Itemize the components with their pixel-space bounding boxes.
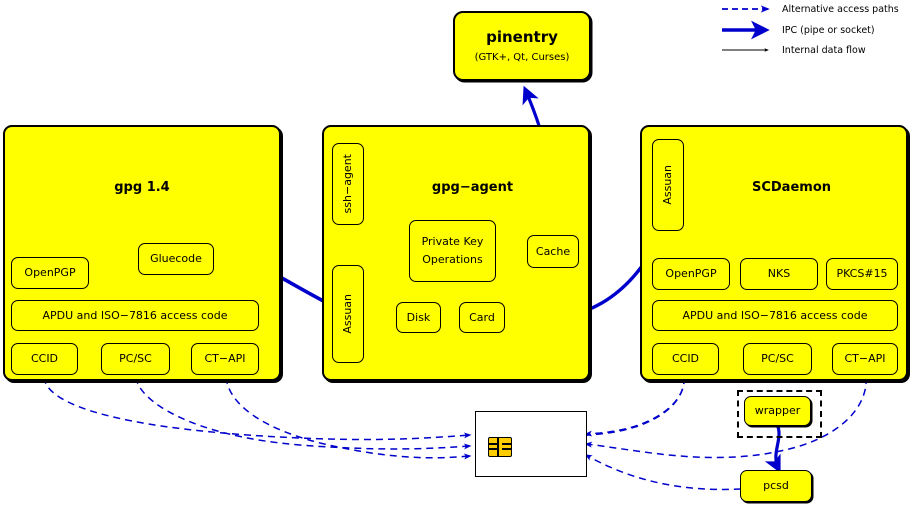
- legend-label-internal-flow: Internal data flow: [782, 45, 866, 56]
- wrapper-label: wrapper: [754, 404, 801, 418]
- node-wrapper[interactable]: wrapper: [744, 396, 811, 426]
- alt-gpg-ctapi-to-card: [225, 376, 472, 460]
- node-scd-apdu[interactable]: APDU and ISO−7816 access code: [652, 300, 898, 331]
- node-cache[interactable]: Cache: [527, 235, 579, 268]
- node-scd-driver-pcsc[interactable]: PC/SC: [743, 343, 812, 375]
- node-gpg-apdu[interactable]: APDU and ISO−7816 access code: [11, 300, 259, 331]
- card-label: Card: [469, 310, 495, 324]
- node-scd-driver-ccid[interactable]: CCID: [652, 343, 719, 375]
- pcsd-label: pcsd: [763, 479, 789, 493]
- scd-app-nks-label: NKS: [767, 267, 791, 281]
- agent-assuan-label: Assuan: [341, 294, 355, 334]
- node-card[interactable]: Card: [459, 302, 505, 333]
- gpg-driver-ctapi-label: CT−API: [204, 352, 246, 366]
- gluecode-label: Gluecode: [150, 252, 202, 266]
- pko-label-line1: Private Key: [421, 235, 484, 249]
- pko-label-line2: Operations: [422, 253, 483, 266]
- node-scd-driver-ctapi[interactable]: CT−API: [832, 343, 898, 375]
- smartcard-chip-icon: [488, 437, 512, 457]
- disk-label: Disk: [406, 310, 431, 324]
- ipc-wrapper-to-pcsd: [764, 423, 781, 474]
- node-scd-assuan[interactable]: Assuan: [652, 139, 684, 231]
- node-disk[interactable]: Disk: [396, 302, 441, 333]
- scd-apdu-label: APDU and ISO−7816 access code: [682, 308, 868, 322]
- node-gpg-driver-pcsc[interactable]: PC/SC: [101, 343, 170, 375]
- scd-assuan-label: Assuan: [661, 165, 675, 205]
- node-gluecode[interactable]: Gluecode: [138, 243, 214, 275]
- wrapper-dashed-group: [737, 390, 822, 438]
- node-ssh-agent[interactable]: ssh−agent: [332, 143, 364, 225]
- legend-label-alt-paths: Alternative access paths: [782, 4, 899, 15]
- panel-scdaemon[interactable]: [640, 125, 908, 381]
- node-gpg-driver-ctapi[interactable]: CT−API: [191, 343, 259, 375]
- gpg-driver-pcsc-label: PC/SC: [119, 352, 152, 366]
- panel-scdaemon-title: SCDaemon: [751, 180, 831, 195]
- node-scd-app-nks[interactable]: NKS: [740, 258, 818, 290]
- node-private-key-operations[interactable]: Private Key Operations: [409, 220, 496, 282]
- alt-scd-ctapi-to-pcsd: [584, 376, 867, 459]
- node-gpg-driver-ccid[interactable]: CCID: [11, 343, 78, 375]
- pinentry-title: pinentry: [486, 27, 558, 46]
- panel-gpg-title: gpg 1.4: [114, 180, 170, 195]
- scd-app-openpgp-label: OpenPGP: [665, 267, 717, 281]
- scd-app-pkcs15-label: PKCS#15: [836, 267, 888, 281]
- alt-gpg-ccid-to-card: [43, 376, 472, 441]
- scd-driver-pcsc-label: PC/SC: [761, 352, 794, 366]
- cache-label: Cache: [535, 244, 571, 258]
- panel-gpg-agent-title: gpg−agent: [431, 180, 514, 195]
- pinentry-subtitle: (GTK+, Qt, Curses): [474, 51, 570, 63]
- node-scd-app-pkcs15[interactable]: PKCS#15: [826, 258, 898, 290]
- node-agent-assuan[interactable]: Assuan: [332, 265, 364, 363]
- scd-driver-ctapi-label: CT−API: [844, 352, 886, 366]
- legend-label-ipc: IPC (pipe or socket): [782, 25, 875, 36]
- gpg-driver-ccid-label: CCID: [30, 352, 59, 366]
- node-pcsd[interactable]: pcsd: [740, 470, 812, 502]
- node-scd-app-openpgp[interactable]: OpenPGP: [652, 258, 730, 290]
- node-pinentry[interactable]: pinentry (GTK+, Qt, Curses): [453, 11, 591, 81]
- gpg-openpgp-label: OpenPGP: [24, 266, 76, 280]
- alt-pcsd-to-card: [584, 454, 742, 491]
- alt-gpg-pcsc-to-card: [135, 376, 472, 450]
- gpg-apdu-label: APDU and ISO−7816 access code: [42, 308, 228, 322]
- scd-driver-ccid-label: CCID: [671, 352, 700, 366]
- node-gpg-openpgp[interactable]: OpenPGP: [11, 257, 89, 289]
- ssh-agent-label: ssh−agent: [341, 154, 355, 214]
